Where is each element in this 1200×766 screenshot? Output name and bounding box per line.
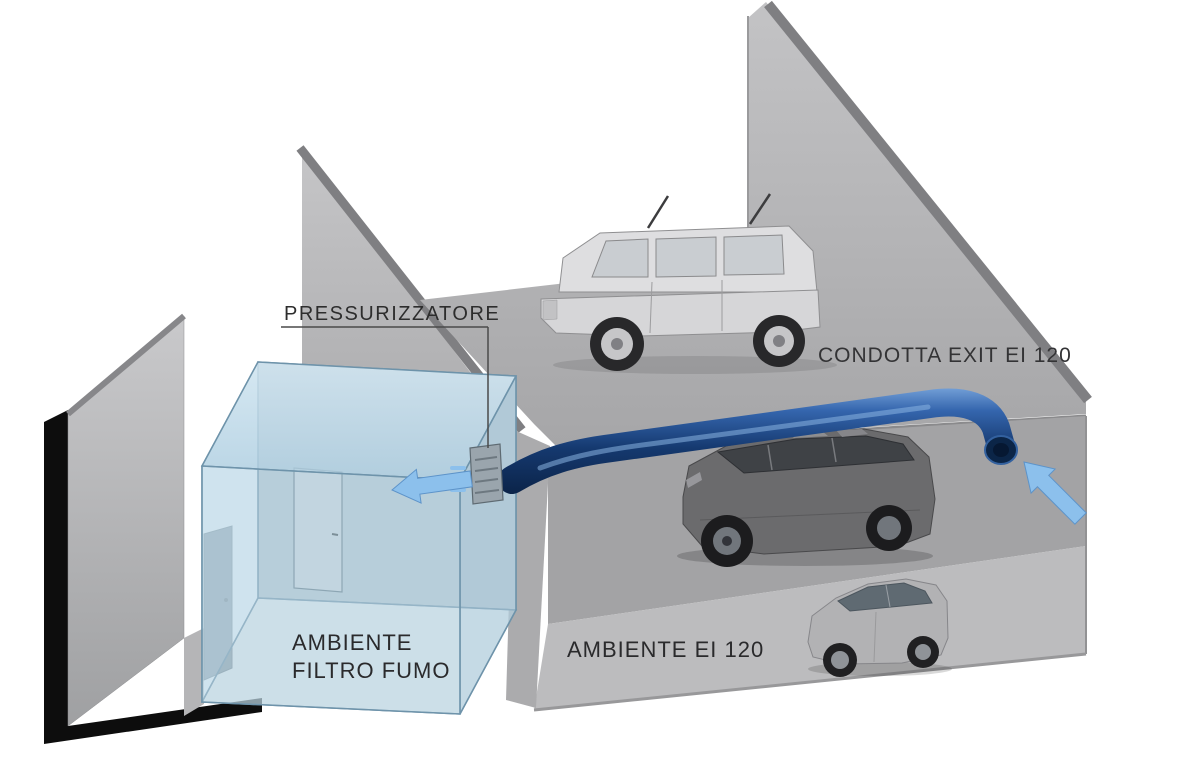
label-ambiente-filtro-line2: FILTRO FUMO xyxy=(292,658,450,683)
pressurizer-vent-2 xyxy=(474,467,499,472)
dark-suv-illustration xyxy=(677,428,936,567)
upper-deck-and-right-wall xyxy=(420,2,1086,446)
sedan-rim-rear xyxy=(915,644,931,660)
garage-front-edge xyxy=(533,652,1087,712)
pressurizer-body xyxy=(469,443,504,505)
pressurizer-vent-3 xyxy=(474,478,499,483)
label-ambiente-ei120: AMBIENTE EI 120 xyxy=(567,637,764,662)
dark-suv-pillar-2 xyxy=(831,437,837,463)
sedan-illustration xyxy=(807,578,952,677)
dark-suv-glasshouse xyxy=(716,435,915,474)
right-wall-ridge xyxy=(764,0,1092,404)
sedan-glasshouse xyxy=(837,582,933,612)
light-suv-window-rear xyxy=(723,234,785,276)
dark-suv-hub-front xyxy=(722,536,732,546)
light-suv-antenna-front xyxy=(748,193,772,225)
light-suv-door-seam-1 xyxy=(649,281,653,334)
garage-left-column xyxy=(506,430,550,708)
light-suv-antenna-rear xyxy=(646,195,670,229)
dark-suv-rim-rear xyxy=(877,516,901,540)
pressurizer-vent-4 xyxy=(474,489,500,494)
sedan-pillar xyxy=(885,584,891,608)
label-pressurizzatore: PRESSURIZZATORE xyxy=(284,303,500,325)
room-back-door-handle xyxy=(331,533,339,536)
sedan-rim-front xyxy=(831,651,849,669)
dark-suv-sunroof-2 xyxy=(836,429,868,437)
duct-end-cap-inner xyxy=(993,443,1009,457)
light-suv-illustration xyxy=(540,193,837,374)
room-front-face xyxy=(201,465,461,715)
label-ambiente-filtro-line1: AMBIENTE xyxy=(292,630,412,655)
duct-highlight xyxy=(537,404,931,471)
light-suv-hub-rear xyxy=(611,338,623,350)
air-jet-1 xyxy=(450,466,466,470)
airflow-arrow-outflow xyxy=(391,468,473,504)
smoke-filter-room xyxy=(200,361,518,715)
dark-suv-headlight xyxy=(686,472,702,488)
left-wall-black-edge xyxy=(44,410,262,744)
exit-duct xyxy=(498,388,1018,494)
left-floor-strip xyxy=(184,628,204,716)
light-suv-grille xyxy=(542,299,558,321)
pressurizer-vent-1 xyxy=(474,456,498,461)
sedan-door-seam xyxy=(873,611,877,663)
label-condotta-exit: CONDOTTA EXIT EI 120 xyxy=(818,344,1072,367)
light-suv-window-front xyxy=(591,238,649,278)
light-suv-hub-front xyxy=(773,335,785,347)
dark-suv-pillar-1 xyxy=(767,444,773,471)
light-suv-window-middle xyxy=(655,236,717,278)
airflow-arrow-inlet xyxy=(1023,461,1087,525)
left-wall-top-edge xyxy=(66,313,186,417)
